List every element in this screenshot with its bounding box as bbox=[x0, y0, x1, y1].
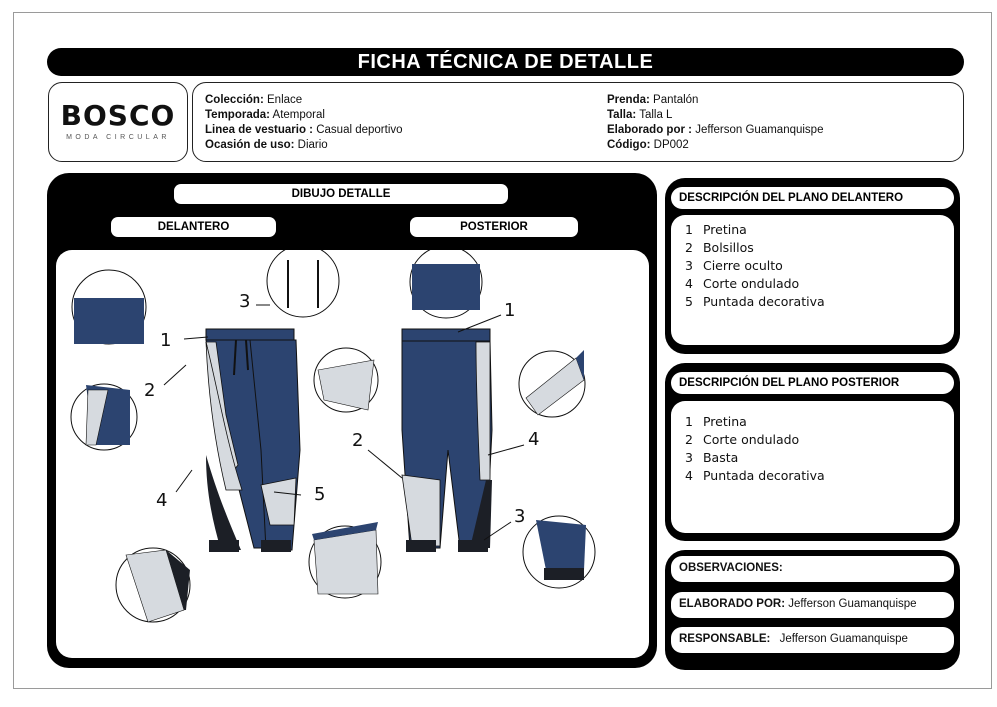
info-row-temporada: Temporada: Atemporal bbox=[205, 109, 325, 121]
back-dark-panel bbox=[470, 480, 492, 548]
brand-tagline: MODA CIRCULAR bbox=[66, 134, 170, 141]
back-detail-side-panel bbox=[518, 350, 586, 418]
observations-field: OBSERVACIONES: bbox=[671, 556, 954, 582]
front-callout-5: 5 bbox=[314, 484, 325, 505]
info-row-coleccion: Colección: Enlace bbox=[205, 94, 303, 106]
back-detail-cuff bbox=[522, 515, 596, 589]
front-description-list: 1 Pretina 2 Bolsillos 3 Cierre oculto 4 … bbox=[671, 215, 954, 345]
back-callout-1: 1 bbox=[504, 300, 515, 321]
made-by-field: ELABORADO POR: Jefferson Guamanquispe bbox=[671, 592, 954, 618]
back-trouser bbox=[401, 328, 493, 552]
logo-box: BOSCO MODA CIRCULAR bbox=[48, 82, 188, 162]
sheet-frame bbox=[13, 12, 992, 689]
back-callouts: 1 2 3 4 bbox=[352, 300, 539, 541]
back-left-cuff bbox=[406, 540, 436, 552]
observations-label: OBSERVACIONES: bbox=[679, 562, 783, 574]
list-item: 2 Corte ondulado bbox=[685, 432, 800, 447]
front-knee-panel bbox=[260, 477, 297, 526]
front-drawstring-right bbox=[245, 339, 249, 371]
responsible-field: RESPONSABLE: Jefferson Guamanquispe bbox=[671, 627, 954, 653]
info-left-column: Colección: Enlace Temporada: Atemporal L… bbox=[205, 93, 403, 153]
back-right-panel bbox=[475, 341, 491, 481]
info-row-linea: Linea de vestuario : Casual deportivo bbox=[205, 124, 403, 136]
front-right-cuff bbox=[261, 540, 291, 552]
front-callout-1: 1 bbox=[160, 330, 171, 351]
info-row-prenda: Prenda: Pantalón bbox=[607, 94, 699, 106]
responsible-label: RESPONSABLE: bbox=[679, 633, 771, 645]
back-callout-3: 3 bbox=[514, 506, 525, 527]
back-view-label: POSTERIOR bbox=[410, 217, 578, 237]
info-row-talla: Talla: Talla L bbox=[607, 109, 673, 121]
trouser-drawings: 1 2 3 4 5 1 2 3 4 bbox=[70, 250, 596, 623]
back-lower-panel bbox=[401, 474, 441, 547]
list-item: 2 Bolsillos bbox=[685, 240, 754, 255]
front-detail-waistband bbox=[71, 269, 147, 345]
back-detail-waistband bbox=[409, 250, 483, 319]
info-row-ocasion: Ocasión de uso: Diario bbox=[205, 139, 328, 151]
drawing-title: DIBUJO DETALLE bbox=[174, 184, 508, 204]
back-callout-4: 4 bbox=[528, 429, 539, 450]
back-waistband bbox=[401, 328, 491, 342]
front-dark-panel bbox=[206, 455, 241, 550]
front-detail-lower-panel bbox=[115, 547, 191, 623]
info-row-elaborado: Elaborado por : Jefferson Guamanquispe bbox=[607, 124, 824, 136]
list-item: 4 Puntada decorativa bbox=[685, 468, 825, 483]
list-item: 3 Cierre oculto bbox=[685, 258, 783, 273]
front-description-title: DESCRIPCIÓN DEL PLANO DELANTERO bbox=[671, 187, 954, 209]
front-callout-2: 2 bbox=[144, 380, 155, 401]
back-right-cuff bbox=[458, 540, 488, 552]
front-drawstring-left bbox=[233, 339, 237, 376]
brand-logo: BOSCO bbox=[60, 99, 176, 132]
front-detail-fly bbox=[266, 250, 340, 318]
front-left-side-panel bbox=[205, 341, 243, 491]
back-callout-2: 2 bbox=[352, 430, 363, 451]
info-row-codigo: Código: DP002 bbox=[607, 139, 689, 151]
back-description-list: 1 Pretina 2 Corte ondulado 3 Basta 4 Pun… bbox=[671, 401, 954, 533]
made-by-value: Jefferson Guamanquispe bbox=[788, 598, 917, 610]
page-title: FICHA TÉCNICA DE DETALLE bbox=[47, 48, 964, 76]
info-right-column: Prenda: Pantalón Talla: Talla L Elaborad… bbox=[607, 93, 823, 153]
front-view-label: DELANTERO bbox=[111, 217, 276, 237]
list-item: 1 Pretina bbox=[685, 222, 747, 237]
garment-info: Colección: Enlace Temporada: Atemporal L… bbox=[192, 82, 964, 162]
front-left-cuff bbox=[209, 540, 239, 552]
front-callout-4: 4 bbox=[156, 490, 167, 511]
made-by-label: ELABORADO POR: bbox=[679, 598, 786, 610]
front-callouts: 1 2 3 4 5 bbox=[144, 291, 325, 511]
front-detail-side-panel bbox=[313, 347, 379, 413]
list-item: 1 Pretina bbox=[685, 414, 747, 429]
list-item: 3 Basta bbox=[685, 450, 739, 465]
list-item: 4 Corte ondulado bbox=[685, 276, 800, 291]
front-detail-stitch bbox=[308, 522, 382, 599]
responsible-value: Jefferson Guamanquispe bbox=[779, 633, 908, 645]
list-item: 5 Puntada decorativa bbox=[685, 294, 825, 309]
drawing-area: 1 2 3 4 5 1 2 3 4 bbox=[56, 250, 649, 658]
front-waistband bbox=[205, 328, 295, 341]
front-trouser bbox=[205, 328, 301, 552]
back-description-title: DESCRIPCIÓN DEL PLANO POSTERIOR bbox=[671, 372, 954, 394]
front-callout-3: 3 bbox=[239, 291, 250, 312]
front-detail-pocket bbox=[70, 383, 138, 451]
